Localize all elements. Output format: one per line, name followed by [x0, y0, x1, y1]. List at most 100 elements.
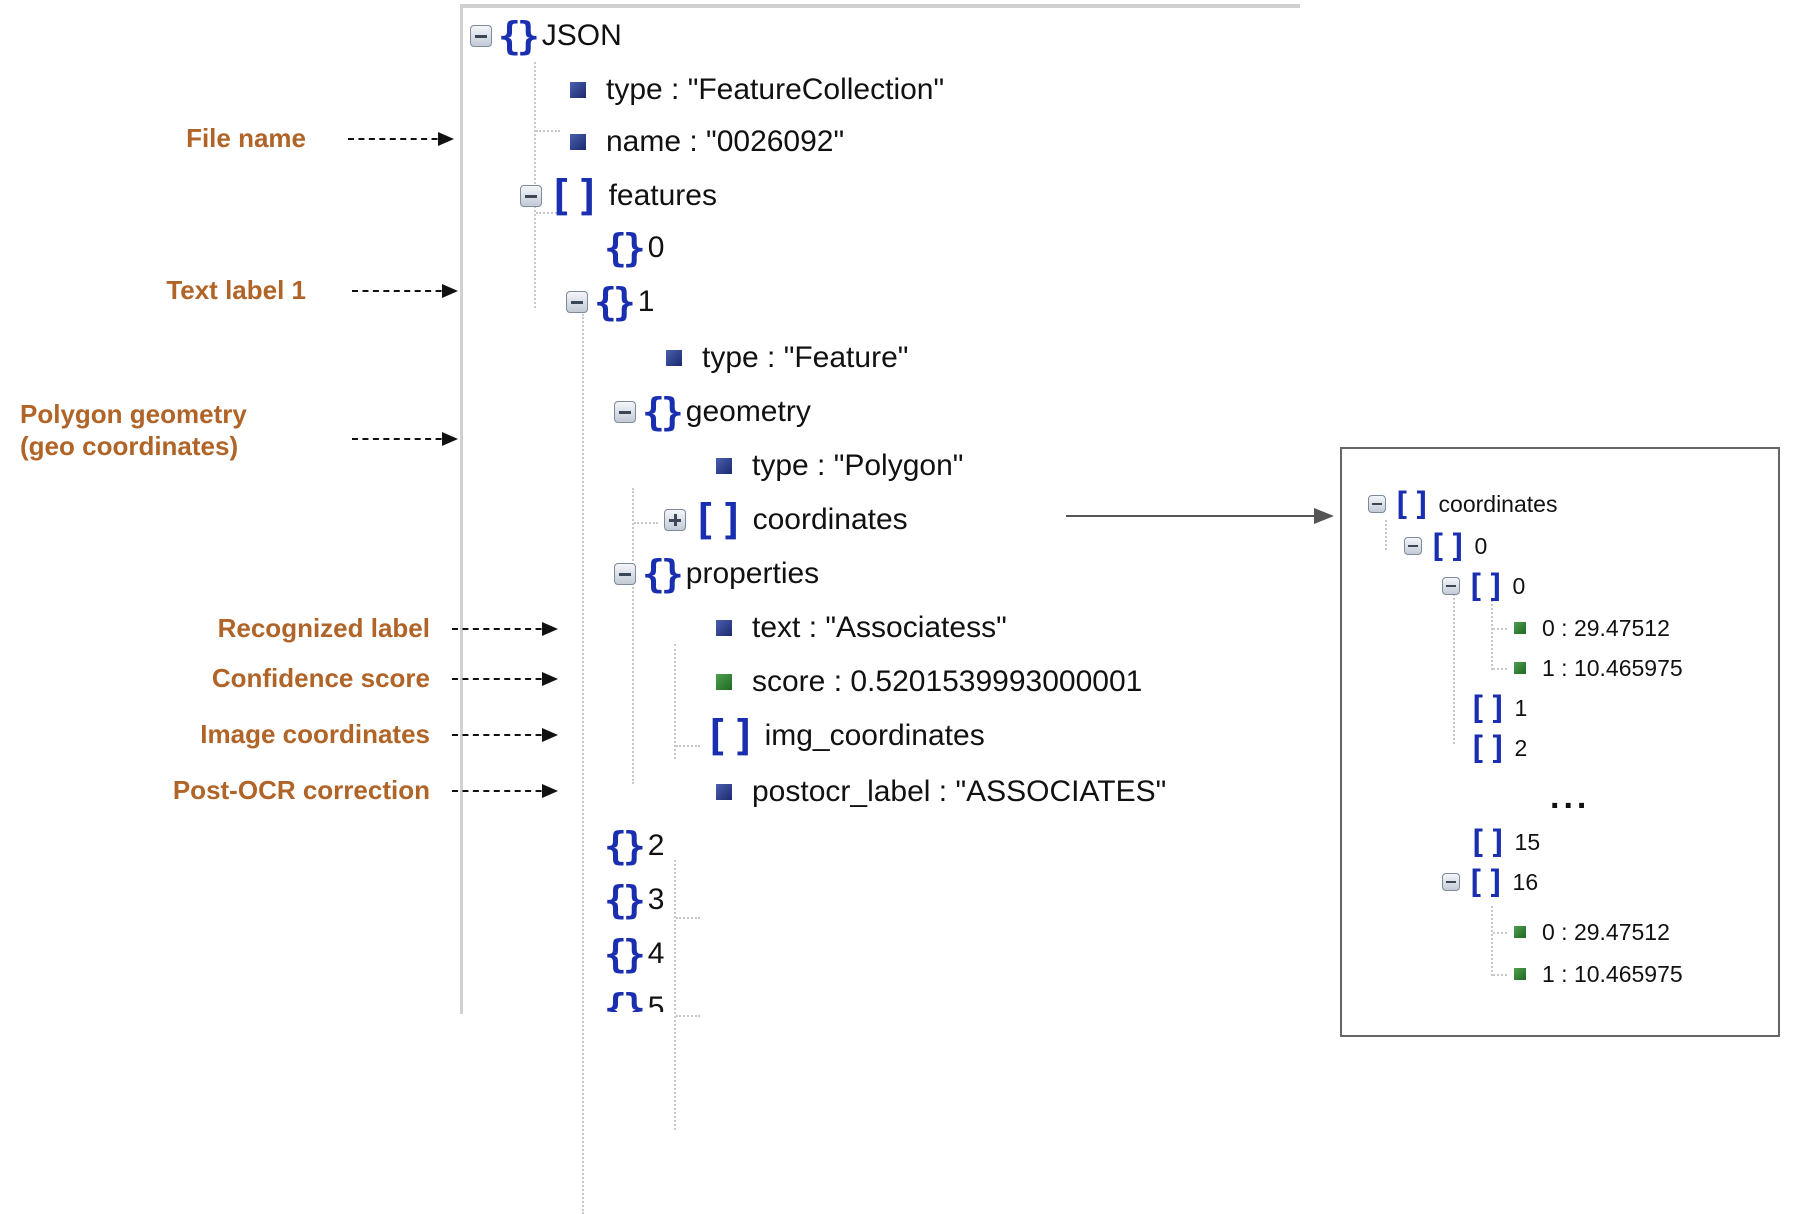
array-brackets-icon: []	[1466, 567, 1507, 605]
callout-arrow-icon	[1066, 508, 1334, 524]
node-label: 1 : 10.465975	[1542, 961, 1683, 987]
tree-node-feature-5[interactable]: {} 5	[604, 988, 664, 1012]
node-label: score : 0.5201539993000001	[752, 665, 1143, 698]
viewer-top-border	[460, 4, 1300, 8]
tree-connector	[582, 314, 584, 1214]
tree-connector	[1493, 974, 1507, 976]
tree-node-name[interactable]: name : "0026092"	[570, 122, 844, 162]
string-value-icon	[666, 350, 682, 366]
annotation-confidence-score: Confidence score	[211, 663, 430, 693]
dashed-arrow-icon	[352, 284, 458, 298]
node-label: 0	[1474, 533, 1488, 559]
inset-node-ring-0[interactable]: [] 0	[1404, 530, 1487, 562]
node-label: 16	[1512, 869, 1539, 895]
annotation-line: Polygon geometry	[20, 399, 247, 429]
object-braces-icon: {}	[604, 226, 646, 270]
tree-connector	[634, 522, 658, 524]
inset-node-point-1[interactable]: [] 1	[1468, 692, 1527, 724]
inset-node-point-16-y[interactable]: 1 : 10.465975	[1514, 958, 1683, 990]
array-brackets-icon: []	[1468, 729, 1509, 767]
array-brackets-icon: []	[1468, 823, 1509, 861]
expand-toggle-icon[interactable]	[664, 509, 686, 531]
object-braces-icon: {}	[604, 988, 646, 1012]
tree-node-feature-type[interactable]: type : "Feature"	[666, 338, 908, 378]
tree-node-feature-0[interactable]: {} 0	[604, 228, 664, 268]
node-label: geometry	[685, 395, 811, 428]
tree-node-score[interactable]: score : 0.5201539993000001	[716, 662, 1142, 702]
node-label: 0 : 29.47512	[1542, 919, 1670, 945]
collapse-toggle-icon[interactable]	[614, 401, 636, 423]
annotation-recognized-label: Recognized label	[217, 613, 430, 643]
tree-node-coordinates[interactable]: [] coordinates	[664, 495, 908, 544]
collapse-toggle-icon[interactable]	[520, 185, 542, 207]
node-label: name : "0026092"	[606, 125, 845, 158]
node-label: JSON	[541, 19, 622, 52]
tree-node-geometry-type[interactable]: type : "Polygon"	[716, 446, 963, 486]
inset-node-point-2[interactable]: [] 2	[1468, 732, 1527, 764]
inset-node-point-0-x[interactable]: 0 : 29.47512	[1514, 612, 1670, 644]
dashed-arrow-icon	[452, 728, 558, 742]
node-label: 0 : 29.47512	[1542, 615, 1670, 641]
annotation-post-ocr: Post-OCR correction	[172, 775, 430, 805]
inset-node-point-0[interactable]: [] 0	[1442, 570, 1525, 602]
tree-node-properties[interactable]: {} properties	[614, 554, 819, 594]
inset-node-point-16-x[interactable]: 0 : 29.47512	[1514, 916, 1670, 948]
number-value-icon	[1514, 622, 1526, 634]
node-label: type : "FeatureCollection"	[606, 73, 945, 106]
node-label: type : "Polygon"	[752, 449, 964, 482]
collapse-toggle-icon[interactable]	[1442, 577, 1460, 595]
string-value-icon	[570, 134, 586, 150]
string-value-icon	[570, 82, 586, 98]
node-label: postocr_label : "ASSOCIATES"	[752, 775, 1167, 808]
tree-node-feature-1[interactable]: {} 1	[566, 282, 654, 322]
collapse-toggle-icon[interactable]	[566, 291, 588, 313]
tree-connector	[1493, 668, 1507, 670]
tree-connector	[674, 644, 676, 759]
tree-connector	[1493, 932, 1507, 934]
inset-node-coordinates[interactable]: [] coordinates	[1368, 488, 1557, 520]
tree-node-feature-2[interactable]: {} 2	[604, 826, 664, 866]
collapse-toggle-icon[interactable]	[1442, 873, 1460, 891]
inset-node-point-15[interactable]: [] 15	[1468, 826, 1540, 858]
number-value-icon	[1514, 662, 1526, 674]
dashed-arrow-icon	[452, 784, 558, 798]
collapse-toggle-icon[interactable]	[1404, 537, 1422, 555]
collapse-toggle-icon[interactable]	[1368, 495, 1386, 513]
tree-node-root[interactable]: {} JSON	[470, 16, 622, 56]
object-braces-icon: {}	[498, 14, 540, 58]
tree-connector	[536, 130, 560, 132]
tree-connector	[1491, 906, 1493, 976]
node-label: img_coordinates	[764, 719, 985, 752]
tree-node-text[interactable]: text : "Associatess"	[716, 608, 1007, 648]
dashed-arrow-icon	[452, 622, 558, 636]
array-brackets-icon: []	[692, 495, 747, 544]
node-label: coordinates	[752, 503, 908, 536]
inset-ellipsis: ...	[1550, 778, 1591, 816]
viewer-left-border	[460, 4, 463, 1014]
node-label: features	[608, 179, 717, 212]
string-value-icon	[716, 620, 732, 636]
node-label: coordinates	[1438, 491, 1558, 517]
node-label: 4	[647, 937, 665, 970]
tree-node-feature-4[interactable]: {} 4	[604, 934, 664, 974]
tree-node-features[interactable]: [] features	[520, 175, 717, 217]
tree-node-postocr-label[interactable]: postocr_label : "ASSOCIATES"	[716, 772, 1166, 812]
tree-node-feature-3[interactable]: {} 3	[604, 880, 664, 920]
tree-node-type[interactable]: type : "FeatureCollection"	[570, 70, 944, 110]
node-label: 5	[647, 991, 665, 1012]
tree-connector	[674, 860, 676, 1130]
collapse-toggle-icon[interactable]	[470, 25, 492, 47]
object-braces-icon: {}	[604, 932, 646, 976]
object-braces-icon: {}	[594, 280, 636, 324]
tree-node-img-coordinates[interactable]: [] img_coordinates	[704, 715, 985, 757]
node-label: type : "Feature"	[702, 341, 909, 374]
array-brackets-icon: []	[1428, 527, 1469, 565]
node-label: text : "Associatess"	[752, 611, 1007, 644]
array-brackets-icon: []	[1466, 863, 1507, 901]
node-label: 2	[1514, 735, 1528, 761]
number-value-icon	[716, 674, 732, 690]
collapse-toggle-icon[interactable]	[614, 563, 636, 585]
inset-node-point-16[interactable]: [] 16	[1442, 866, 1538, 898]
inset-node-point-0-y[interactable]: 1 : 10.465975	[1514, 652, 1683, 684]
tree-node-geometry[interactable]: {} geometry	[614, 392, 811, 432]
